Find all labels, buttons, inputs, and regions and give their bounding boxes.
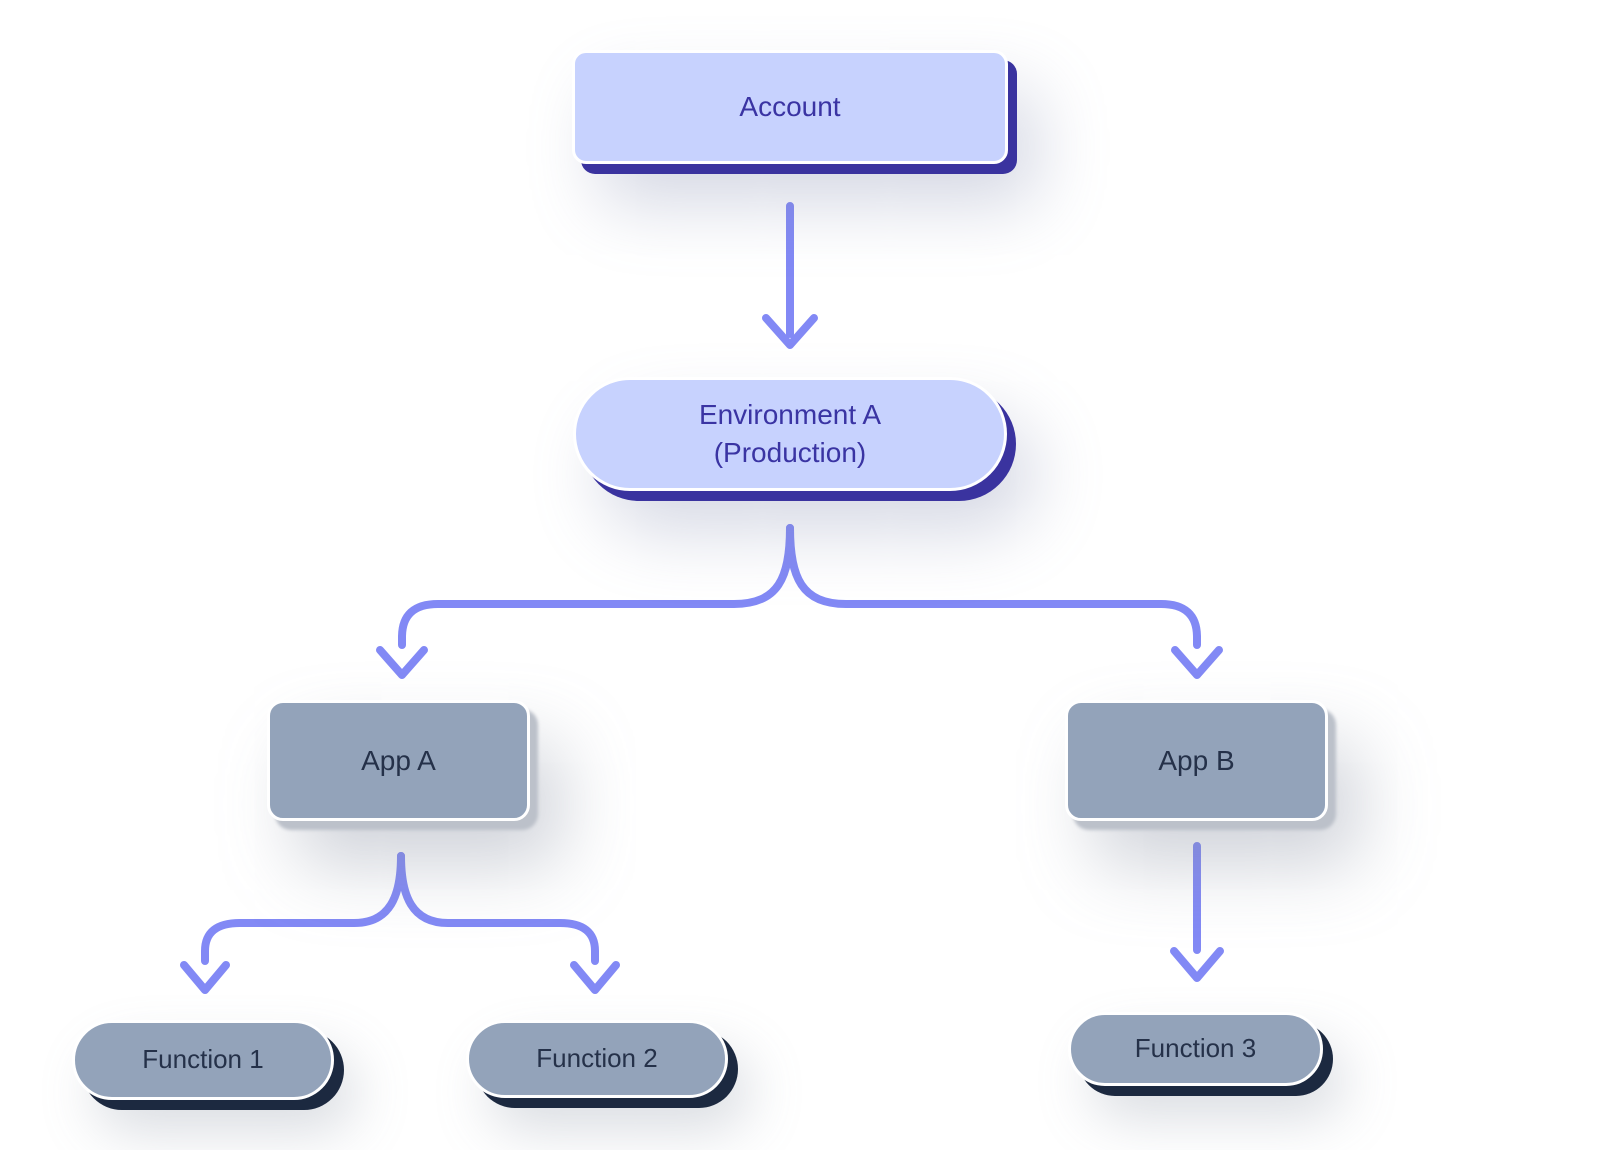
node-account-label: Account — [739, 91, 841, 123]
edge-app-a-to-function-1 — [180, 852, 405, 994]
node-app-b: App B — [1065, 700, 1328, 821]
node-function-3-label: Function 3 — [1134, 1033, 1257, 1064]
edge-account-to-environment — [762, 202, 818, 349]
node-function-1: Function 1 — [72, 1020, 334, 1100]
node-function-3: Function 3 — [1068, 1012, 1323, 1086]
node-environment-a-sublabel: (Production) — [713, 437, 867, 468]
node-environment-a: Environment A (Production) — [573, 377, 1007, 491]
edge-app-a-to-function-2 — [397, 852, 620, 994]
node-function-1-label: Function 1 — [142, 1044, 264, 1075]
edge-environment-to-app-b — [786, 524, 1223, 679]
node-environment-a-label: Environment A — [698, 399, 882, 431]
node-function-2: Function 2 — [466, 1020, 728, 1098]
node-account: Account — [572, 50, 1008, 164]
node-function-2-label: Function 2 — [536, 1043, 658, 1074]
node-app-a: App A — [267, 700, 530, 821]
edge-app-b-to-function-3 — [1170, 842, 1224, 982]
edge-environment-to-app-a — [376, 524, 794, 679]
node-app-b-label: App B — [1158, 744, 1235, 776]
node-app-a-label: App A — [361, 744, 436, 776]
